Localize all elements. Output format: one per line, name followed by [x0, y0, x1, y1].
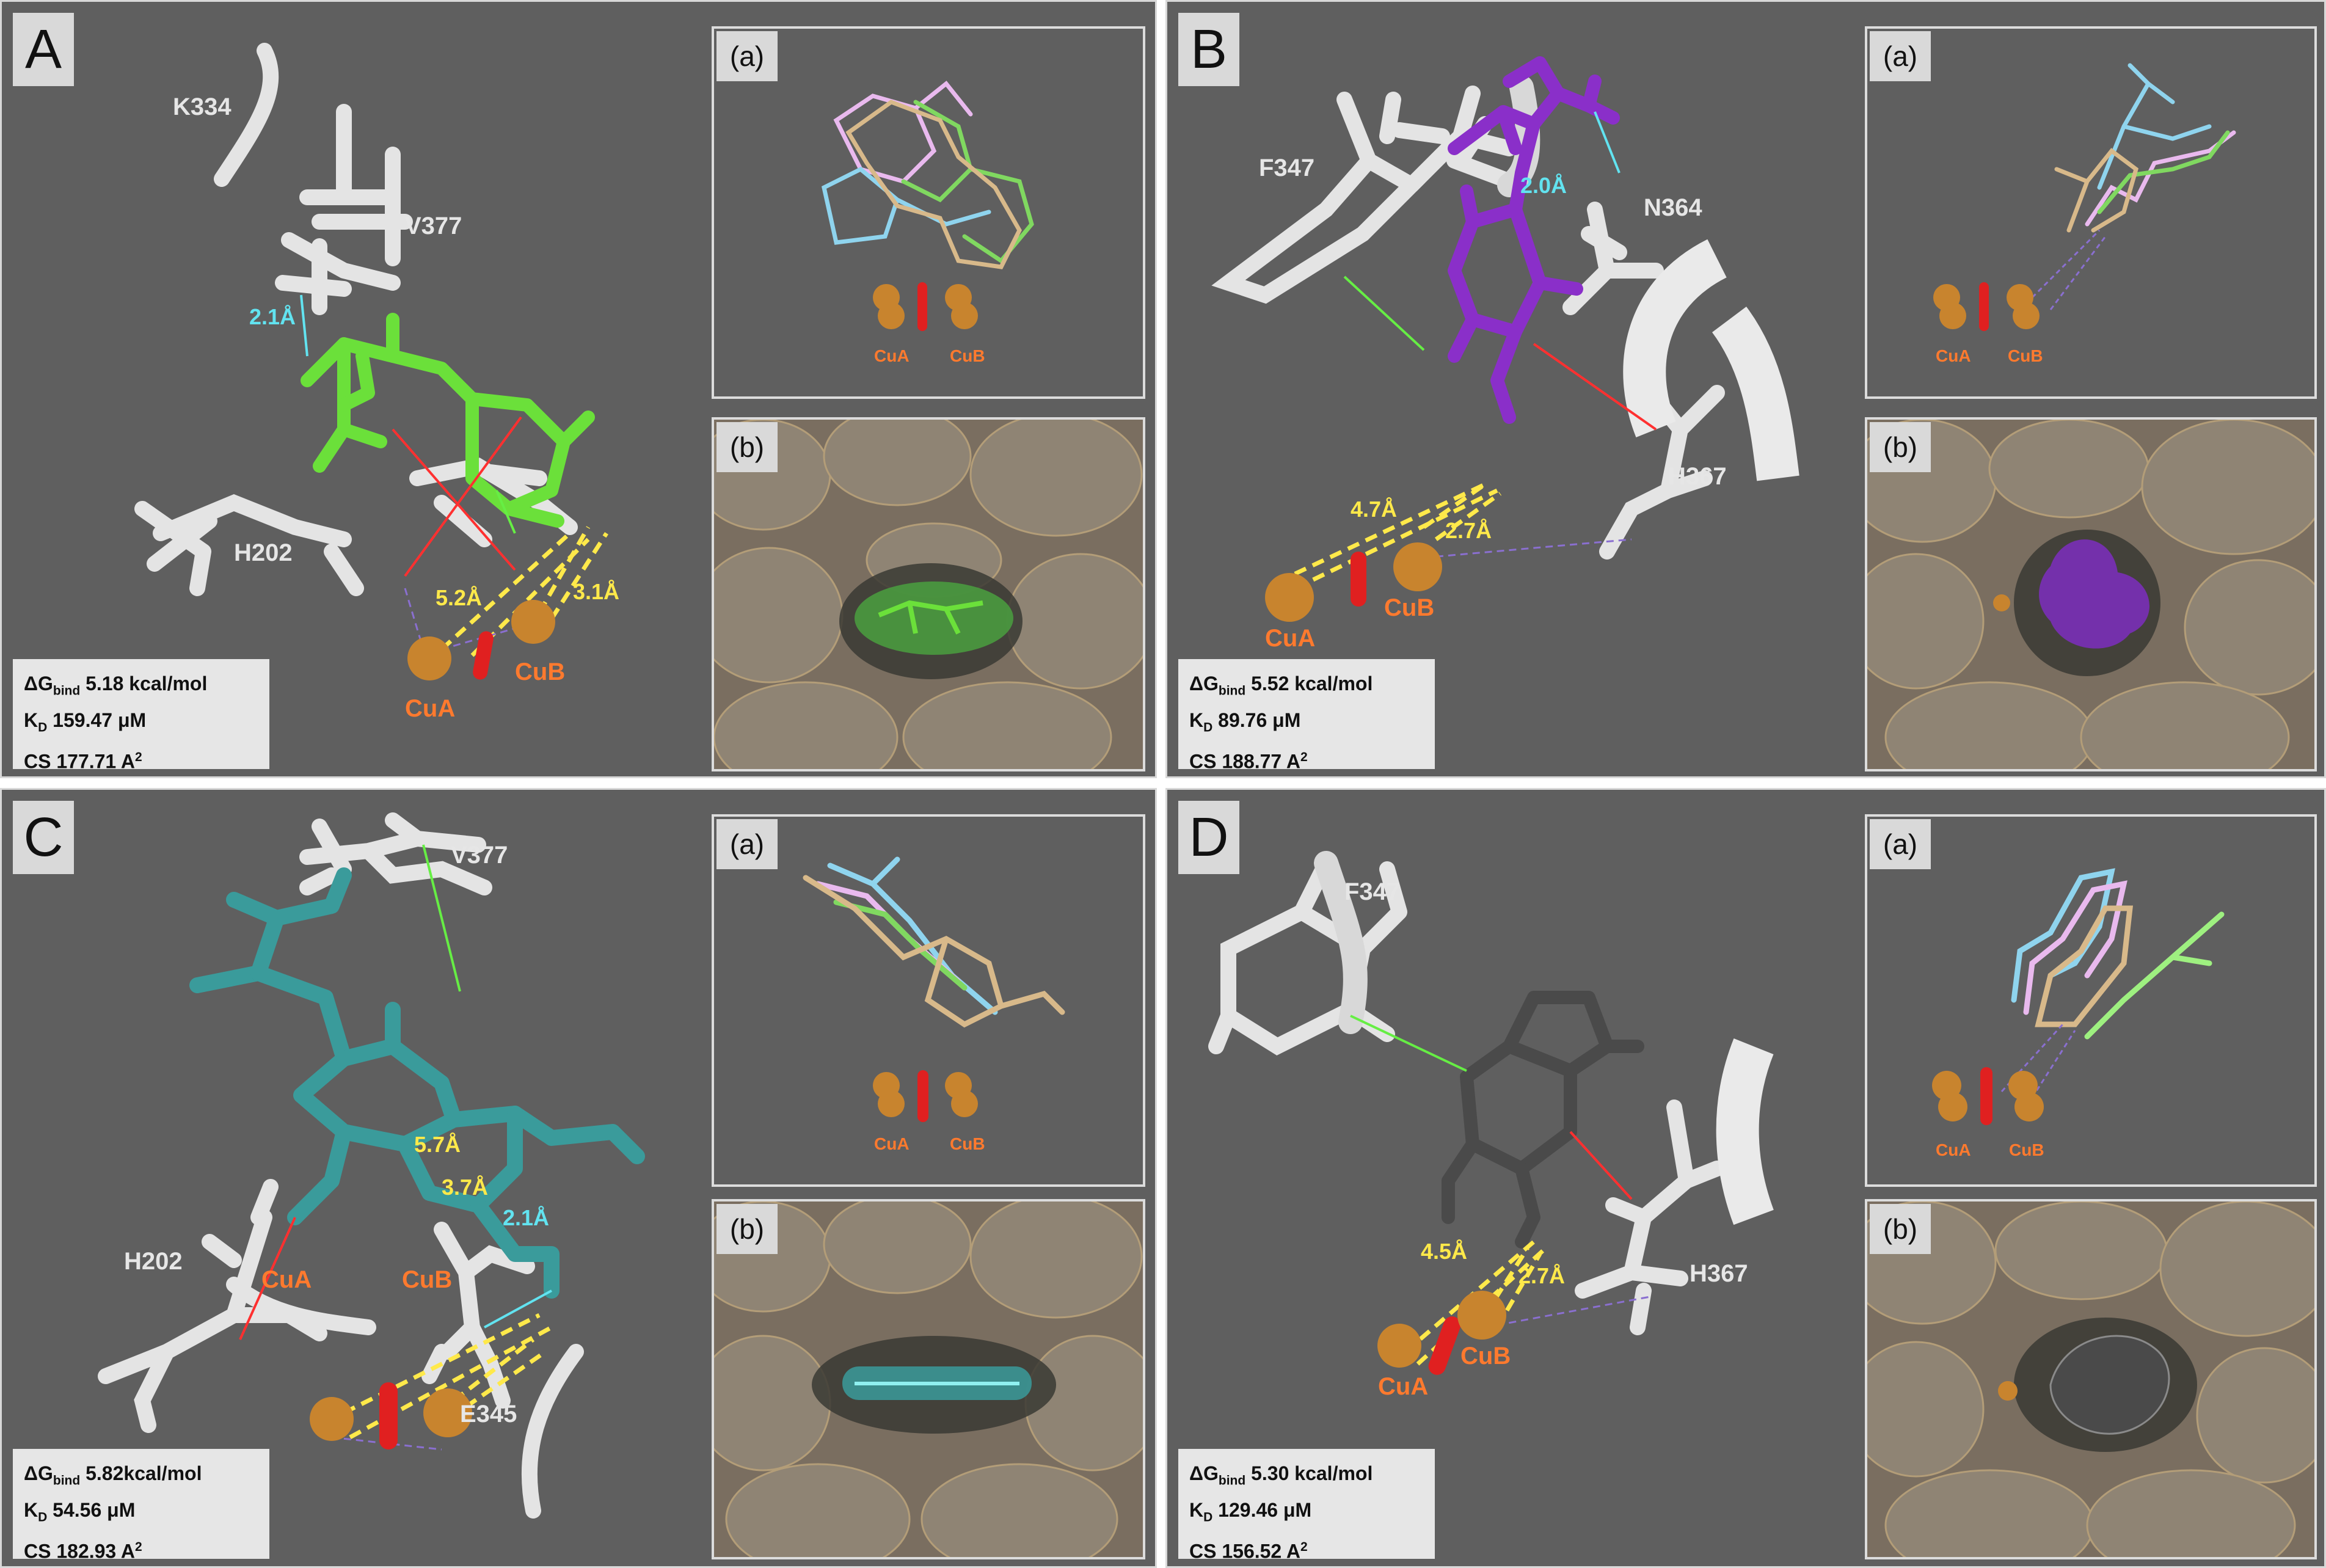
panel-c-label: C — [13, 801, 74, 874]
cua-label: CuA — [261, 1266, 312, 1293]
residue-label: N364 — [1644, 194, 1702, 221]
inset-b-label: (b) — [716, 422, 778, 472]
binding-pocket-surface — [1867, 1202, 2314, 1557]
distance-label: 2.1Å — [249, 304, 296, 329]
distance-label: 2.1Å — [503, 1205, 550, 1230]
distance-label: 2.0Å — [1520, 173, 1567, 198]
inset-a-overlay: (a) CuA CuB — [712, 26, 1145, 399]
residue-label: V377 — [451, 842, 508, 869]
cua-label: CuA — [874, 1134, 910, 1153]
inset-a-label: (a) — [1870, 31, 1931, 81]
overlay-structures — [1932, 868, 2225, 1125]
panel-d: D F347 H367 4.5Å 2.7Å CuA CuB ΔGbind 5.3… — [1165, 788, 2326, 1568]
distance-label: 3.7Å — [442, 1175, 489, 1200]
inset-b-label: (b) — [716, 1204, 778, 1254]
cub-label: CuB — [1460, 1343, 1511, 1369]
cua-label: CuA — [1378, 1373, 1429, 1400]
cua-label: CuA — [874, 346, 910, 365]
inset-b-surface: (b) — [1865, 1199, 2317, 1559]
binding-pocket-surface — [1867, 420, 2314, 769]
inset-b-surface: (b) — [1865, 417, 2317, 771]
inset-a-label: (a) — [1870, 819, 1931, 869]
panel-d-label: D — [1178, 801, 1239, 874]
binding-stats: ΔGbind 5.30 kcal/mol KD 129.46 μM CS 156… — [1178, 1449, 1435, 1562]
residue-label: F347 — [1259, 155, 1315, 181]
binding-pocket-surface — [714, 1202, 1143, 1557]
residue-label: H202 — [234, 539, 293, 566]
inset-a-label: (a) — [716, 819, 778, 869]
residue-label: V377 — [405, 213, 462, 239]
residue-label: H367 — [1668, 463, 1727, 490]
residue-label: F347 — [1344, 878, 1401, 905]
cua-label: CuA — [405, 695, 456, 722]
inset-a-overlay: (a) CuA CuB — [1865, 26, 2317, 399]
cub-label: CuB — [2008, 346, 2043, 365]
cua-label: CuA — [1265, 625, 1316, 652]
cub-label: CuB — [1384, 594, 1435, 621]
cua-label: CuA — [1936, 1140, 1971, 1159]
panel-a-structure — [134, 43, 608, 680]
inset-b-surface: (b) — [712, 1199, 1145, 1559]
distance-label: 5.2Å — [436, 585, 483, 610]
inset-b-surface: (b) — [712, 417, 1145, 771]
distance-label: 3.1Å — [573, 579, 620, 604]
inset-a-overlay: (a) CuA CuB — [1865, 814, 2317, 1187]
residue-label: E345 — [460, 1401, 517, 1428]
distance-label: 5.7Å — [414, 1132, 461, 1157]
binding-stats: ΔGbind 5.52 kcal/mol KD 89.76 μM CS 188.… — [1178, 659, 1435, 772]
overlay-structures — [821, 81, 1034, 331]
cub-label: CuB — [2009, 1140, 2044, 1159]
inset-b-label: (b) — [1870, 422, 1931, 472]
panel-c: C V377 H202 E345 5.7Å 3.7Å 2.1Å CuA CuB … — [0, 788, 1157, 1568]
distance-label: 2.7Å — [1518, 1263, 1566, 1288]
overlay-structures — [803, 856, 1065, 1122]
distance-label: 4.7Å — [1351, 497, 1398, 522]
distance-label: 4.5Å — [1421, 1239, 1468, 1264]
binding-stats: ΔGbind 5.82kcal/mol KD 54.56 μM CS 182.9… — [13, 1449, 269, 1562]
panel-b-label: B — [1178, 13, 1239, 86]
inset-a-overlay: (a) CuA CuB — [712, 814, 1145, 1187]
panel-c-structure — [98, 812, 645, 1519]
inset-b-label: (b) — [1870, 1204, 1931, 1254]
binding-stats: ΔGbind 5.18 kcal/mol KD 159.47 μM CS 177… — [13, 659, 269, 772]
cub-label: CuB — [950, 346, 985, 365]
overlay-structures — [1933, 63, 2236, 331]
cub-label: CuB — [950, 1134, 985, 1153]
cub-label: CuB — [402, 1266, 453, 1293]
panel-a: A K334 V377 H202 2.1Å 5.2Å 3.1Å CuA CuB … — [0, 0, 1157, 778]
panel-a-label: A — [13, 13, 74, 86]
cua-label: CuA — [1936, 346, 1971, 365]
residue-label: H367 — [1690, 1260, 1748, 1287]
panel-b: B F347 N364 H367 2.0Å 4.7Å 2.7Å CuA CuB … — [1165, 0, 2326, 778]
inset-a-label: (a) — [716, 31, 778, 81]
binding-pocket-surface — [714, 420, 1143, 769]
residue-label: H202 — [124, 1248, 183, 1275]
panel-d-structure — [1208, 851, 1774, 1375]
panel-b-structure — [1211, 56, 1799, 622]
cub-label: CuB — [515, 658, 566, 685]
distance-label: 2.7Å — [1445, 518, 1492, 543]
residue-label: K334 — [173, 93, 232, 120]
